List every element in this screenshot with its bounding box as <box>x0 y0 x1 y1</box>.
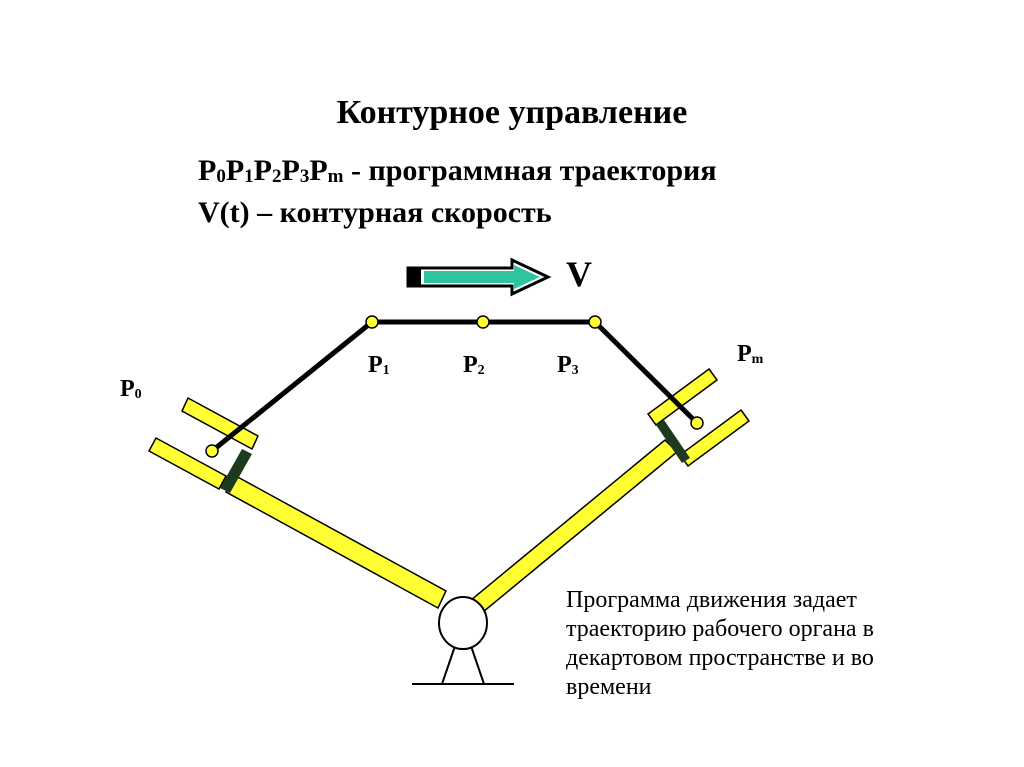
trajectory-definition-text: - программная траектория <box>343 154 717 187</box>
trajectory-point-pm: Pm <box>309 154 344 187</box>
page-title: Контурное управление <box>336 94 688 131</box>
trajectory-point-p3-marker <box>588 315 602 329</box>
trajectory-point-p0-marker <box>205 444 219 458</box>
trajectory-point-p1: P1 <box>225 154 254 187</box>
point-label-p2: P2 <box>463 352 485 378</box>
trajectory-point-pm-marker <box>690 416 704 430</box>
program-trajectory <box>210 319 699 453</box>
point-label-pm: Pm <box>737 341 764 367</box>
left-gripper <box>147 396 259 493</box>
velocity-arrow-icon <box>406 257 552 297</box>
velocity-label: V <box>566 254 592 294</box>
speed-definition: V(t) – контурная скорость <box>198 196 552 229</box>
point-label-p0: P0 <box>120 376 142 402</box>
trajectory-point-p3: P3 <box>281 154 310 187</box>
trajectory-point-p1-marker <box>365 315 379 329</box>
point-label-p3: P3 <box>557 352 579 378</box>
left-arm-link <box>225 473 447 610</box>
point-label-p1: P1 <box>368 352 390 378</box>
trajectory-definition: P0P1P2P3Pm - программная траектория <box>198 154 717 188</box>
robot-base <box>412 645 514 685</box>
trajectory-point-p0: P0 <box>198 154 226 187</box>
trajectory-point-p2: P2 <box>253 154 282 187</box>
description-note: Программа движения задает траекторию раб… <box>566 587 874 700</box>
trajectory-point-p2-marker <box>476 315 490 329</box>
base-joint <box>438 596 488 650</box>
right-gripper <box>646 367 751 468</box>
